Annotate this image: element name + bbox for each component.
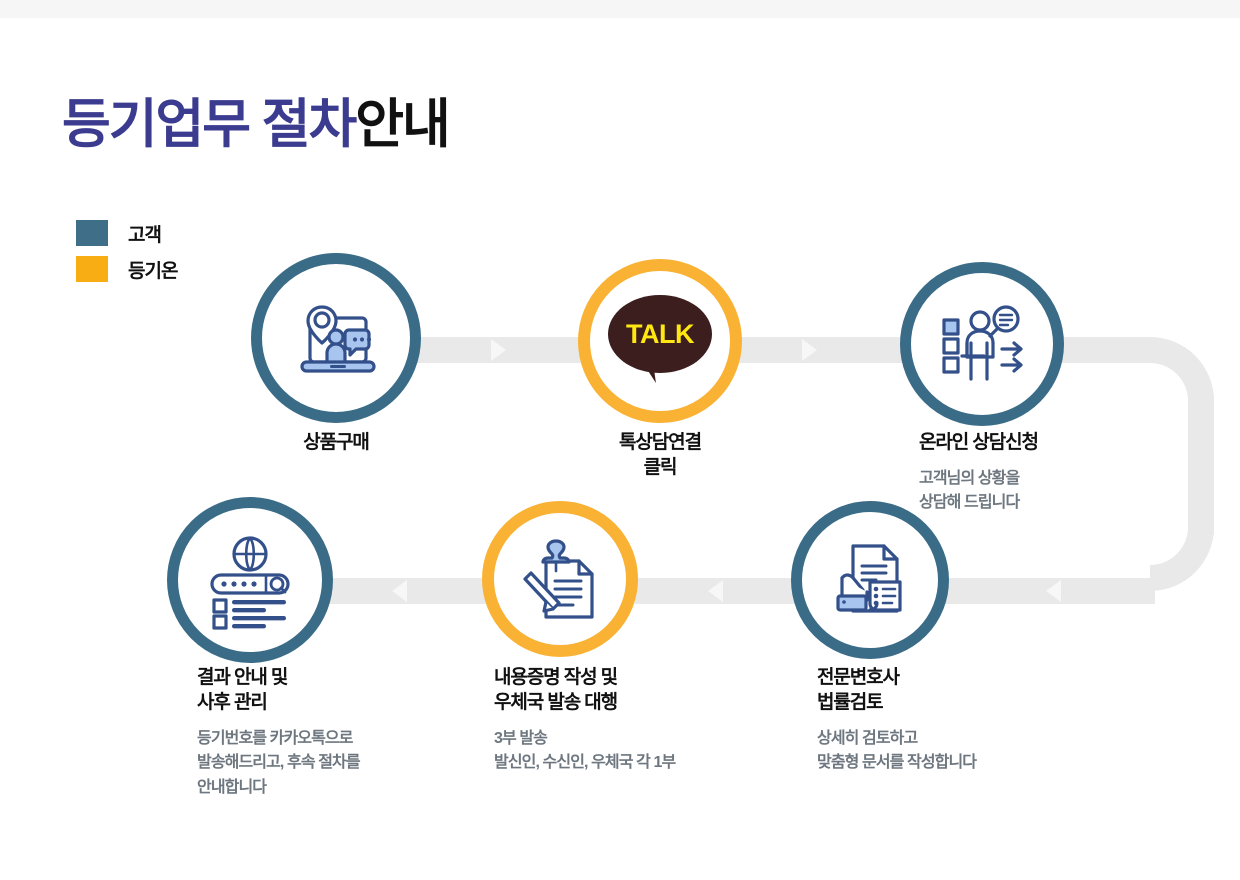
step-6-desc: 등기번호를 카카오톡으로 발송해드리고, 후속 절차를 안내합니다 xyxy=(197,727,497,800)
person-checklist-icon xyxy=(930,292,1034,396)
page-title-accent: 등기업무 절차 xyxy=(62,95,357,154)
top-bar xyxy=(0,0,1240,18)
page-title: 등기업무 절차안내 xyxy=(62,95,451,154)
step-3-ring xyxy=(900,262,1064,426)
step-1-text: 상품구매 xyxy=(236,430,436,455)
legend-label-deunggion: 등기온 xyxy=(128,260,178,282)
step-4-text: 전문변호사 법률검토 상세히 검토하고 맞춤형 문서를 작성합니다 xyxy=(817,665,1077,776)
connector-uturn-bottom-corner xyxy=(1150,527,1214,591)
step-3-desc-line-1: 고객님의 상황을 xyxy=(919,470,1020,488)
connector-step5-step6 xyxy=(330,578,505,604)
kakaotalk-bubble-icon: TALK xyxy=(608,295,712,387)
step-4-ring xyxy=(791,501,949,659)
connector-uturn-arrow-icon xyxy=(1046,580,1061,602)
globe-search-result-icon xyxy=(198,528,302,632)
kakao-bubble-body xyxy=(608,295,712,373)
step-6-text: 결과 안내 및 사후 관리 등기번호를 카카오톡으로 발송해드리고, 후속 절차… xyxy=(197,665,497,800)
step-4-desc-line-1: 상세히 검토하고 xyxy=(817,730,918,748)
legend-swatch-customer xyxy=(76,220,108,246)
connector-step4-step5-arrow-icon xyxy=(708,580,723,602)
step-5-desc-line-1: 3부 발송 xyxy=(494,730,548,748)
step-2-title-line-2: 클릭 xyxy=(643,457,678,479)
laptop-consult-icon xyxy=(281,283,391,393)
step-2-text: 톡상담연결 클릭 xyxy=(560,430,760,480)
connector-step2-step3-arrow-icon xyxy=(802,339,817,361)
connector-uturn-top-corner xyxy=(1150,337,1214,401)
step-6-desc-line-3: 안내합니다 xyxy=(197,778,267,796)
step-5-title-line-1: 내용증명 작성 및 xyxy=(494,667,618,688)
step-2-title-line-1: 톡상담연결 xyxy=(619,432,702,453)
legend: 고객 등기온 xyxy=(76,218,178,290)
legend-item-customer: 고객 xyxy=(76,218,177,248)
legend-label-customer: 고객 xyxy=(128,224,162,246)
step-4-desc-line-2: 맞춤형 문서를 작성합니다 xyxy=(817,754,977,772)
step-1-title: 상품구매 xyxy=(303,432,370,453)
connector-step4-step5 xyxy=(635,578,815,604)
step-3-desc-line-2: 상담해 드립니다 xyxy=(919,494,1020,512)
step-6-title-line-2: 사후 관리 xyxy=(197,692,268,714)
step-5-desc-line-2: 발신인, 수신인, 우체국 각 1부 xyxy=(494,754,676,772)
pin-document-pencil-icon xyxy=(508,527,612,631)
step-5-text: 내용증명 작성 및 우체국 발송 대행 3부 발송 발신인, 수신인, 우체국 … xyxy=(494,665,764,776)
step-6-desc-line-2: 발송해드리고, 후속 절차를 xyxy=(197,754,361,772)
page-title-plain: 안내 xyxy=(355,95,451,154)
step-4-title-line-2: 법률검토 xyxy=(817,692,884,714)
step-5-title-line-2: 우체국 발송 대행 xyxy=(494,692,618,714)
kakao-bubble-label: TALK xyxy=(626,318,694,349)
connector-step5-step6-arrow-icon xyxy=(392,580,407,602)
step-6-desc-line-1: 등기번호를 카카오톡으로 xyxy=(197,730,353,748)
step-4-desc: 상세히 검토하고 맞춤형 문서를 작성합니다 xyxy=(817,727,1077,776)
step-3-desc: 고객님의 상황을 상담해 드립니다 xyxy=(919,467,1179,516)
legend-swatch-deunggion xyxy=(76,256,108,282)
step-3-title: 온라인 상담신청 xyxy=(919,432,1039,453)
step-4-title-line-1: 전문변호사 xyxy=(817,667,900,688)
step-5-desc: 3부 발송 발신인, 수신인, 우체국 각 1부 xyxy=(494,727,764,776)
connector-step1-step2-arrow-icon xyxy=(491,339,506,361)
step-3-text: 온라인 상담신청 고객님의 상황을 상담해 드립니다 xyxy=(919,430,1179,516)
step-6-title-line-1: 결과 안내 및 xyxy=(197,667,288,688)
legend-item-deunggion: 등기온 xyxy=(76,254,178,284)
hand-document-review-icon xyxy=(818,528,922,632)
connector-uturn-right-segment xyxy=(1188,395,1214,535)
